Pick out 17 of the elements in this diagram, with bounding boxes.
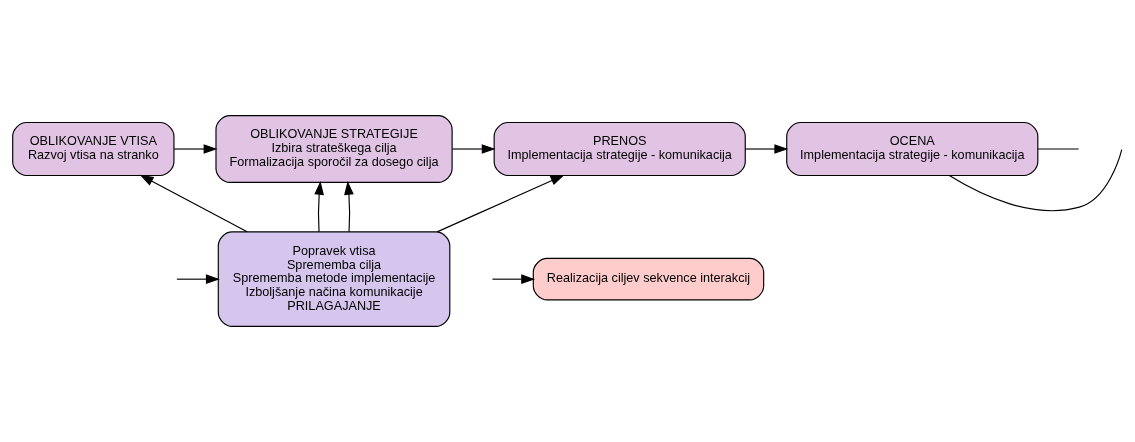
- node-box: OBLIKOVANJE STRATEGIJE Izbira strateškega cilja Formalizacija sporočil za dosego cilja: [215, 115, 453, 183]
- connector: [948, 149, 1123, 212]
- node-box: OCENA Implementacija strategije - komunikacija: [786, 121, 1039, 177]
- connector: [1037, 148, 1080, 150]
- arrow: [173, 144, 218, 154]
- arrow: [491, 274, 536, 284]
- arrow: [344, 180, 354, 233]
- arrow: [451, 144, 496, 154]
- node-box: PRENOS Implementacija strategije - komunikacija: [493, 121, 746, 177]
- arrow: [314, 180, 324, 233]
- arrow: [744, 144, 789, 154]
- node-box: Popravek vtisa Sprememba cilja Sprememba metode implementacije Izboljšanje načina komunikacije PRILAGAJANJE: [217, 231, 451, 327]
- node-box: OBLIKOVANJE VTISA Razvoj vtisa na stranko: [12, 121, 175, 177]
- arrow: [436, 174, 565, 233]
- node-box: Realizacija ciljev sekvence interakcij: [532, 257, 765, 301]
- arrow: [139, 174, 248, 233]
- arrow: [176, 274, 220, 284]
